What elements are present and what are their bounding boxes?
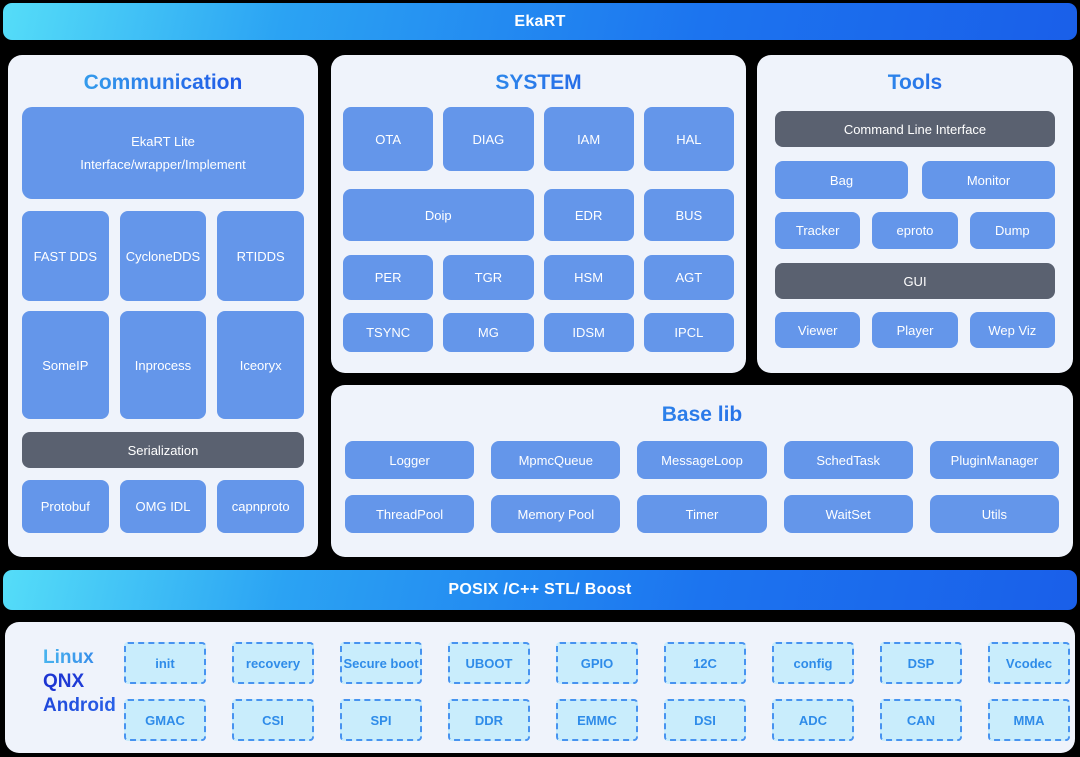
os-label-linux: Linux bbox=[43, 646, 119, 670]
os-label-android: Android bbox=[43, 694, 119, 718]
node-diag: DIAG bbox=[443, 107, 534, 171]
node-omg-idl: OMG IDL bbox=[119, 480, 207, 533]
system-row-1: OTA DIAG IAM HAL bbox=[343, 107, 734, 171]
app-title: EkaRT bbox=[514, 12, 566, 30]
node-ddr: DDR bbox=[448, 699, 530, 741]
node-wep-viz: Wep Viz bbox=[969, 312, 1055, 348]
node-recovery: recovery bbox=[232, 642, 314, 684]
node-waitset: WaitSet bbox=[783, 495, 913, 533]
command-line-interface-bar: Command Line Interface bbox=[775, 111, 1055, 147]
node-fast-dds: FAST DDS bbox=[22, 211, 109, 301]
node-emmc: EMMC bbox=[556, 699, 638, 741]
communication-panel: Communication EkaRT Lite Interface/wrapp… bbox=[8, 55, 318, 557]
node-player: Player bbox=[872, 312, 958, 348]
node-dsi: DSI bbox=[664, 699, 746, 741]
ekart-lite-line1: EkaRT Lite bbox=[131, 134, 195, 149]
communication-serializer-row: Protobuf OMG IDL capnproto bbox=[22, 480, 304, 533]
node-per: PER bbox=[343, 255, 434, 300]
node-doip: Doip bbox=[343, 189, 534, 241]
node-capnproto: capnproto bbox=[217, 480, 304, 533]
node-threadpool: ThreadPool bbox=[345, 495, 475, 533]
node-timer: Timer bbox=[637, 495, 767, 533]
node-rtidds: RTIDDS bbox=[217, 211, 304, 301]
node-adc: ADC bbox=[772, 699, 854, 741]
node-pluginmanager: PluginManager bbox=[929, 441, 1059, 479]
node-bag: Bag bbox=[775, 161, 908, 199]
node-csi: CSI bbox=[232, 699, 314, 741]
tools-panel: Tools Command Line Interface Bag Monitor… bbox=[757, 55, 1073, 373]
node-gmac: GMAC bbox=[124, 699, 206, 741]
node-schedtask: SchedTask bbox=[783, 441, 913, 479]
system-row-4: TSYNC MG IDSM IPCL bbox=[343, 313, 734, 352]
communication-title: Communication bbox=[22, 55, 304, 95]
system-row-3: PER TGR HSM AGT bbox=[343, 255, 734, 300]
ekart-lite-line2: Interface/wrapper/Implement bbox=[80, 157, 246, 172]
node-gpio: GPIO bbox=[556, 642, 638, 684]
cli-label: Command Line Interface bbox=[843, 121, 987, 137]
node-12c: 12C bbox=[664, 642, 746, 684]
node-memory-pool: Memory Pool bbox=[491, 495, 621, 533]
serialization-label: Serialization bbox=[127, 442, 199, 458]
tools-capture-row: Bag Monitor bbox=[775, 161, 1055, 199]
node-iceoryx: Iceoryx bbox=[217, 311, 304, 419]
node-someip: SomeIP bbox=[22, 311, 109, 419]
node-spi: SPI bbox=[340, 699, 422, 741]
node-logger: Logger bbox=[345, 441, 475, 479]
node-inprocess: Inprocess bbox=[119, 311, 207, 419]
node-can: CAN bbox=[880, 699, 962, 741]
node-vcodec: Vcodec bbox=[988, 642, 1070, 684]
header-bar: EkaRT bbox=[3, 3, 1077, 40]
posix-bar: POSIX /C++ STL/ Boost bbox=[3, 570, 1077, 610]
node-mg: MG bbox=[443, 313, 534, 352]
posix-label: POSIX /C++ STL/ Boost bbox=[448, 581, 632, 598]
node-tgr: TGR bbox=[443, 255, 534, 300]
gui-label: GUI bbox=[903, 273, 927, 289]
node-cyclonedds: CycloneDDS bbox=[119, 211, 207, 301]
node-eproto: eproto bbox=[872, 212, 958, 249]
serialization-bar: Serialization bbox=[22, 432, 304, 468]
node-protobuf: Protobuf bbox=[22, 480, 109, 533]
node-idsm: IDSM bbox=[543, 313, 634, 352]
node-config: config bbox=[772, 642, 854, 684]
node-mma: MMA bbox=[988, 699, 1070, 741]
tools-title: Tools bbox=[775, 55, 1055, 95]
node-ipcl: IPCL bbox=[643, 313, 734, 352]
node-viewer: Viewer bbox=[775, 312, 861, 348]
node-ota: OTA bbox=[343, 107, 434, 171]
os-label-qnx: QNX bbox=[43, 670, 119, 694]
node-ekart-lite: EkaRT Lite Interface/wrapper/Implement bbox=[22, 107, 304, 199]
base-lib-panel: Base lib Logger MpmcQueue MessageLoop Sc… bbox=[331, 385, 1073, 557]
node-hsm: HSM bbox=[543, 255, 634, 300]
node-monitor: Monitor bbox=[922, 161, 1055, 199]
node-secure-boot: Secure boot bbox=[340, 642, 422, 684]
system-row-2: Doip EDR BUS bbox=[343, 189, 734, 241]
tools-utils-row: Tracker eproto Dump bbox=[775, 212, 1055, 249]
node-tsync: TSYNC bbox=[343, 313, 434, 352]
node-hal: HAL bbox=[643, 107, 734, 171]
base-lib-row-1: Logger MpmcQueue MessageLoop SchedTask P… bbox=[345, 441, 1059, 479]
node-agt: AGT bbox=[643, 255, 734, 300]
node-bus: BUS bbox=[643, 189, 734, 241]
base-lib-title: Base lib bbox=[345, 385, 1059, 427]
node-init: init bbox=[124, 642, 206, 684]
node-dump: Dump bbox=[969, 212, 1055, 249]
node-dsp: DSP bbox=[880, 642, 962, 684]
node-uboot: UBOOT bbox=[448, 642, 530, 684]
os-labels: Linux QNX Android bbox=[43, 642, 119, 753]
node-messageloop: MessageLoop bbox=[637, 441, 767, 479]
node-edr: EDR bbox=[543, 189, 634, 241]
communication-middleware-row: FAST DDS CycloneDDS RTIDDS bbox=[22, 211, 304, 301]
node-tracker: Tracker bbox=[775, 212, 861, 249]
hardware-grid: init recovery Secure boot UBOOT GPIO 12C… bbox=[124, 642, 1070, 753]
tools-viz-row: Viewer Player Wep Viz bbox=[775, 312, 1055, 348]
node-iam: IAM bbox=[543, 107, 634, 171]
system-title: SYSTEM bbox=[343, 55, 734, 95]
node-utils: Utils bbox=[929, 495, 1059, 533]
system-panel: SYSTEM OTA DIAG IAM HAL Doip EDR BUS PER… bbox=[331, 55, 746, 373]
node-mpmcqueue: MpmcQueue bbox=[491, 441, 621, 479]
base-lib-row-2: ThreadPool Memory Pool Timer WaitSet Uti… bbox=[345, 495, 1059, 533]
gui-bar: GUI bbox=[775, 263, 1055, 299]
platform-panel: Linux QNX Android init recovery Secure b… bbox=[5, 622, 1075, 753]
communication-transport-row: SomeIP Inprocess Iceoryx bbox=[22, 311, 304, 419]
